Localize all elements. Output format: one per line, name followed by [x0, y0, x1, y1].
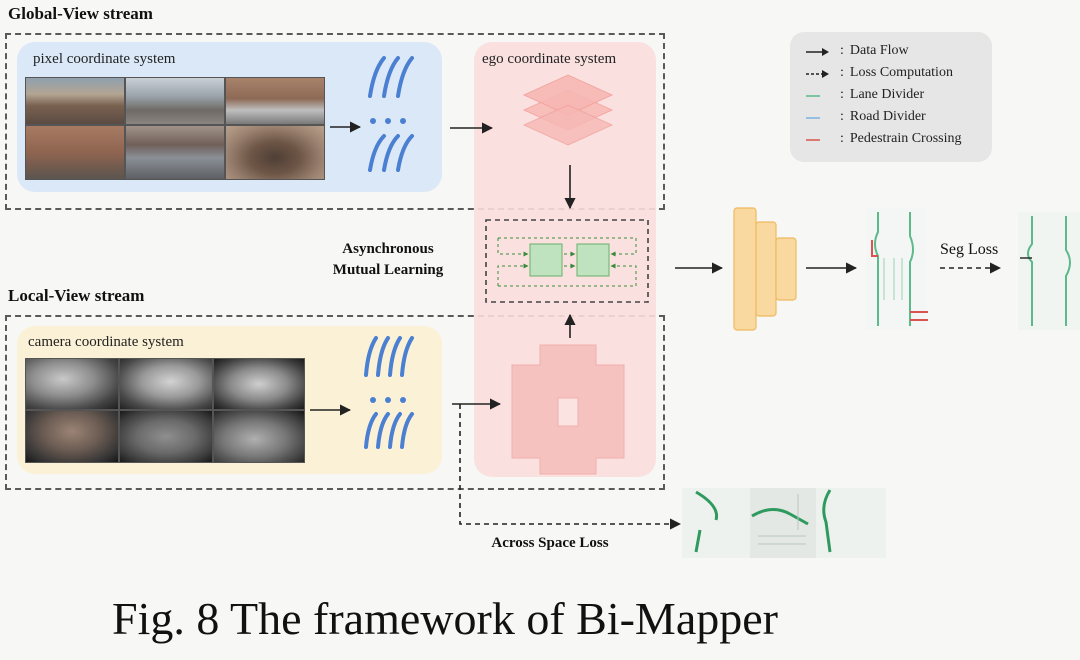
line-icon: [800, 90, 834, 100]
local-camera-images: [25, 358, 305, 463]
local-stream-title: Local-View stream: [8, 286, 145, 305]
camera-image-back: [125, 125, 225, 180]
legend-rows: : Data Flow: Loss Computation: Lane Divider…: [800, 40, 962, 150]
local-stream-box: [5, 315, 665, 490]
aml-label-line1: Asynchronous: [342, 241, 434, 257]
camera-image-front-right: [225, 77, 325, 125]
fisheye-image-6: [213, 410, 305, 463]
global-feature-dots: [370, 118, 406, 124]
legend-item: : Data Flow: [800, 40, 962, 62]
legend-separator: :: [840, 65, 844, 80]
legend-label: Loss Computation: [849, 65, 953, 80]
fisheye-image-2: [119, 358, 213, 410]
legend-label: Pedestrain Crossing: [849, 131, 962, 146]
camera-image-back-right: [225, 125, 325, 180]
line-icon: [800, 134, 834, 144]
legend-label: Lane Divider: [849, 87, 925, 102]
fisheye-image-5: [119, 410, 213, 463]
fisheye-image-4: [25, 410, 119, 463]
camera-image-back-left: [25, 125, 125, 180]
solid-arrow-icon: [800, 46, 834, 56]
legend-separator: :: [840, 87, 844, 102]
global-camera-images: [25, 77, 325, 180]
camera-coordinate-label: camera coordinate system: [28, 334, 184, 350]
aml-label-line2: Mutual Learning: [332, 262, 444, 278]
decoder-blocks: [733, 207, 797, 331]
across-space-loss-label: Across Space Loss: [491, 535, 609, 551]
across-space-map: [682, 488, 886, 558]
predicted-map: [866, 208, 928, 330]
camera-image-front-left: [25, 77, 125, 125]
local-bev-map: [511, 344, 625, 475]
legend: : Data Flow: Loss Computation: Lane Divider…: [790, 32, 992, 162]
fisheye-image-3: [213, 358, 305, 410]
aml-modules: [497, 237, 637, 287]
ground-truth-map: [1018, 212, 1080, 330]
seg-loss-label: Seg Loss: [940, 241, 999, 258]
dashed-arrow-icon: [800, 68, 834, 78]
global-stream-title: Global-View stream: [8, 4, 153, 23]
legend-item: : Road Divider: [800, 106, 962, 128]
loss-arrows: [459, 262, 1002, 530]
legend-label: Road Divider: [849, 109, 926, 124]
legend-label: Data Flow: [849, 43, 909, 58]
aml-box: [485, 219, 649, 303]
local-feature-dots: [370, 397, 406, 403]
camera-image-front: [125, 77, 225, 125]
pixel-coordinate-label: pixel coordinate system: [33, 51, 176, 67]
legend-item: : Pedestrain Crossing: [800, 128, 962, 150]
local-feature-maps: [364, 336, 414, 449]
ego-coordinate-label: ego coordinate system: [482, 51, 617, 67]
legend-separator: :: [840, 43, 844, 58]
fisheye-image-1: [25, 358, 119, 410]
legend-item: : Lane Divider: [800, 84, 962, 106]
legend-separator: :: [840, 109, 844, 124]
ego-bev-stack: [522, 74, 614, 146]
legend-separator: :: [840, 131, 844, 146]
global-feature-maps: [368, 56, 414, 172]
legend-item: : Loss Computation: [800, 62, 962, 84]
figure-caption: Fig. 8 The framework of Bi-Mapper: [112, 593, 778, 644]
global-stream-box: [5, 33, 665, 210]
line-icon: [800, 112, 834, 122]
